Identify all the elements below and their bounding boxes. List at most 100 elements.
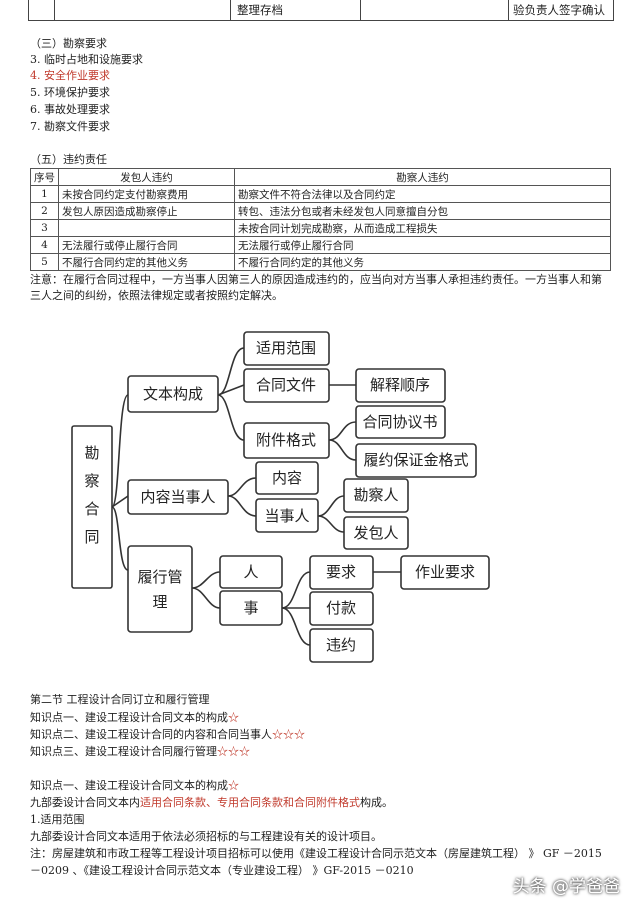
knowledge-point: 知识点二、建设工程设计合同的内容和合同当事人☆☆☆ [30, 727, 305, 743]
label-breach: 违约 [326, 636, 356, 654]
breach-note: 注意：在履行合同过程中，一方当事人因第三人的原因造成违约的，应当向对方当事人承担… [30, 273, 602, 302]
table-header-row: 序号 发包人违约 勘察人违约 [30, 168, 611, 186]
connector-line [217, 347, 245, 396]
table-cell: 转包、违法分包或者未经发包人同意擅自分包 [234, 202, 611, 220]
connector-line [191, 571, 221, 589]
label-payment: 付款 [326, 599, 356, 617]
node-content-parties [127, 479, 229, 515]
label-scope: 适用范围 [256, 339, 316, 357]
table-cell: 勘察文件不符合法律以及合同约定 [234, 185, 611, 203]
star-rating: ☆☆☆ [217, 745, 250, 758]
composition-prefix: 九部委设计合同文本内 [30, 796, 140, 809]
label-agreement: 合同协议书 [362, 413, 437, 431]
node-agreement [355, 405, 446, 439]
root-label-1: 勘 [84, 444, 99, 462]
kp1-heading: 知识点一、建设工程设计合同文本的构成☆ [30, 778, 239, 794]
label-parties: 当事人 [264, 507, 309, 525]
requirement-item: 7. 勘察文件要求 [30, 120, 110, 133]
requirement-item: 6. 事故处理要求 [30, 103, 110, 116]
connector-line [328, 421, 357, 441]
table-cell [58, 219, 235, 237]
label-interpretation-order: 解释顺序 [370, 376, 430, 394]
node-employer [343, 516, 409, 550]
star-rating: ☆ [228, 779, 239, 792]
label-employer: 发包人 [353, 524, 398, 542]
node-performance-mgmt [127, 545, 193, 633]
label-text-composition: 文本构成 [143, 385, 203, 403]
watermark: 头条 @学爸爸 [512, 877, 620, 897]
table-cell: 4 [30, 236, 59, 254]
table-cell: 未按合同计划完成勘察，从而造成工程损失 [234, 219, 611, 237]
connector-line [281, 571, 311, 609]
node-boxes [71, 331, 490, 663]
table-row: 2 发包人原因造成勘察停止 转包、违法分包或者未经发包人同意擅自分包 [30, 202, 611, 220]
table-cell: 不履行合同约定的其他义务 [58, 253, 235, 271]
node-contract-docs [243, 368, 330, 403]
column-header: 发包人违约 [58, 168, 235, 186]
table-row: 3 未按合同计划完成勘察，从而造成工程损失 [30, 219, 611, 237]
connector-line [191, 587, 221, 609]
star-rating: ☆ [228, 711, 239, 724]
requirement-item: 5. 环境保护要求 [30, 86, 110, 99]
composition-suffix: 构成。 [360, 796, 393, 809]
column-header: 序号 [30, 168, 59, 186]
connector-line [111, 394, 129, 508]
knowledge-point-text: 知识点一、建设工程设计合同文本的构成 [30, 711, 228, 724]
star-rating: ☆☆☆ [272, 728, 305, 741]
root-node [71, 425, 113, 589]
knowledge-point: 知识点三、建设工程设计合同履行管理☆☆☆ [30, 744, 250, 760]
label-performance-mgmt-2: 理 [152, 593, 167, 611]
knowledge-point-text: 知识点三、建设工程设计合同履行管理 [30, 745, 217, 758]
table-row: 4 无法履行或停止履行合同 无法履行或停止履行合同 [30, 236, 611, 254]
node-payment [309, 591, 374, 626]
table-cell: 未按合同约定支付勘察费用 [58, 185, 235, 203]
node-scope [243, 331, 330, 366]
label-performance-bond: 履约保证金格式 [363, 451, 468, 469]
requirement-item: 3. 临时占地和设施要求 [30, 53, 143, 66]
previous-table-strip: 整理存档 验负责人签字确认 [28, 0, 614, 21]
table-cell: 无法履行或停止履行合同 [234, 236, 611, 254]
breach-heading: （五）违约责任 [30, 153, 107, 166]
label-appendix-format: 附件格式 [256, 431, 316, 449]
requirement-item-highlighted: 4. 安全作业要求 [30, 69, 110, 82]
scope-text: 九部委设计合同文本适用于依法必须招标的与工程建设有关的设计项目。 [30, 830, 382, 843]
label-contract-docs: 合同文件 [256, 376, 316, 394]
strip-cell [361, 0, 509, 20]
connector-line [227, 477, 257, 497]
table-cell: 1 [30, 185, 59, 203]
table-cell: 5 [30, 253, 59, 271]
connector-line [328, 439, 357, 461]
root-label-3: 合 [84, 500, 99, 518]
node-surveyor [343, 478, 409, 513]
table-cell: 不履行合同约定的其他义务 [234, 253, 611, 271]
connector-line [317, 495, 345, 517]
kp1-composition-line: 九部委设计合同文本内适用合同条款、专用合同条款和合同附件格式构成。 [30, 795, 393, 811]
connector-line [111, 506, 129, 571]
node-appendix-format [243, 422, 330, 459]
strip-cell-archive: 整理存档 [231, 0, 361, 20]
breach-table: 序号 发包人违约 勘察人违约 1 未按合同约定支付勘察费用 勘察文件不符合法律以… [30, 168, 611, 271]
node-matter [219, 590, 283, 626]
note-line: 注：房屋建筑和市政工程等工程设计项目招标可以使用《建设工程设计合同示范文本（房屋… [30, 847, 602, 860]
knowledge-point-text: 知识点二、建设工程设计合同的内容和合同当事人 [30, 728, 272, 741]
connector-lines [111, 347, 401, 646]
label-surveyor: 勘察人 [353, 486, 398, 504]
node-text-composition [127, 375, 219, 413]
node-content [255, 461, 319, 495]
connector-line [227, 495, 257, 517]
kp1-heading-text: 知识点一、建设工程设计合同文本的构成 [30, 779, 228, 792]
strip-cell-signature: 验负责人签字确认 [513, 3, 605, 17]
root-label-4: 同 [84, 528, 99, 546]
survey-requirements-heading: （三）勘察要求 [30, 37, 107, 50]
note-line: －0209 、《建设工程设计合同示范文本（专业建设工程） 》GF-2015 －0… [30, 864, 414, 877]
label-work-requirements: 作业要求 [415, 563, 475, 581]
strip-cell [55, 0, 231, 20]
knowledge-point: 知识点一、建设工程设计合同文本的构成☆ [30, 710, 239, 726]
strip-cell [29, 0, 55, 20]
scope-title: 1.适用范围 [30, 813, 85, 826]
connector-line [217, 384, 245, 396]
table-cell: 无法履行或停止履行合同 [58, 236, 235, 254]
node-parties [255, 498, 319, 533]
composition-highlight: 适用合同条款、专用合同条款和合同附件格式 [140, 796, 360, 809]
label-content: 内容 [272, 469, 302, 487]
